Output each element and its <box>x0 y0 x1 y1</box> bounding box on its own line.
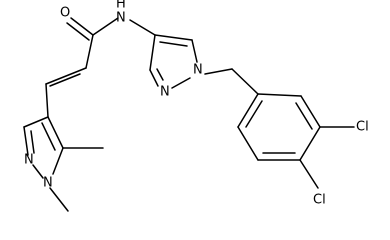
ph-c2-c3 <box>300 95 321 128</box>
atom-label-amide-nitrogen: N <box>116 11 126 26</box>
dmp-c3-c4 <box>23 116 49 128</box>
atom-label-layer: O H N N N N N Cl Cl <box>24 0 369 208</box>
pz-n1-ch2 <box>204 68 233 75</box>
molecule-structure: O H N N N N N Cl Cl <box>23 0 369 212</box>
ph-c2-c3-inner <box>295 102 313 130</box>
molecule-diagram: O H N N N N N Cl Cl <box>23 0 369 212</box>
atom-label-amide-hydrogen: H <box>116 0 126 12</box>
dmp-c4-c5 <box>47 116 64 149</box>
dmp-c4-c5-inner <box>41 122 56 151</box>
bond-layer <box>23 17 355 212</box>
alkene-double-bond <box>45 67 87 85</box>
dmp-n2-c3-inner <box>30 130 35 154</box>
atom-label-pyrazole1-n1: N <box>193 63 203 78</box>
pz-c3-c4 <box>149 34 156 71</box>
dmp-n1-methyl <box>49 187 69 212</box>
dmp-n2-c3 <box>23 126 29 156</box>
ph-c1-c2 <box>257 93 302 97</box>
atom-label-pyrazole2-n2: N <box>24 153 34 168</box>
pz-n2-c3-inner <box>156 68 164 81</box>
pz-n1-n2 <box>171 77 191 89</box>
dmp-n1-n2 <box>32 164 44 179</box>
pz-c5-n1 <box>191 39 198 63</box>
pz-n2-c3 <box>149 69 159 87</box>
ph-c6-c1 <box>237 93 259 128</box>
alkene-beta-bond <box>45 83 49 118</box>
amide-bond <box>92 17 119 36</box>
atom-label-carbonyl-oxygen: O <box>60 6 70 21</box>
atom-label-pyrazole1-n2: N <box>160 85 170 100</box>
atom-label-chlorine-meta: Cl <box>356 120 369 135</box>
ch2-phenyl <box>231 68 259 95</box>
ph-c5-c6 <box>237 126 259 161</box>
ph-c6-c1-inner <box>245 100 263 128</box>
pz-c4-c5 <box>154 34 193 41</box>
carbonyl-double-bond <box>70 17 94 36</box>
amide-n-pyrazole-bond <box>129 19 156 36</box>
carbonyl-double-bond-inner <box>66 22 90 41</box>
pz-c4-c5-inner <box>159 41 188 47</box>
atom-label-pyrazole2-n1: N <box>43 176 53 191</box>
ph-c3-c4 <box>299 126 321 161</box>
ph-c4-cl-bond <box>299 159 319 189</box>
alkene-alpha-bond <box>85 34 94 69</box>
alkene-double-bond-inner <box>49 73 81 87</box>
atom-label-chlorine-para: Cl <box>313 193 326 208</box>
dmp-c5-n1 <box>52 147 64 175</box>
